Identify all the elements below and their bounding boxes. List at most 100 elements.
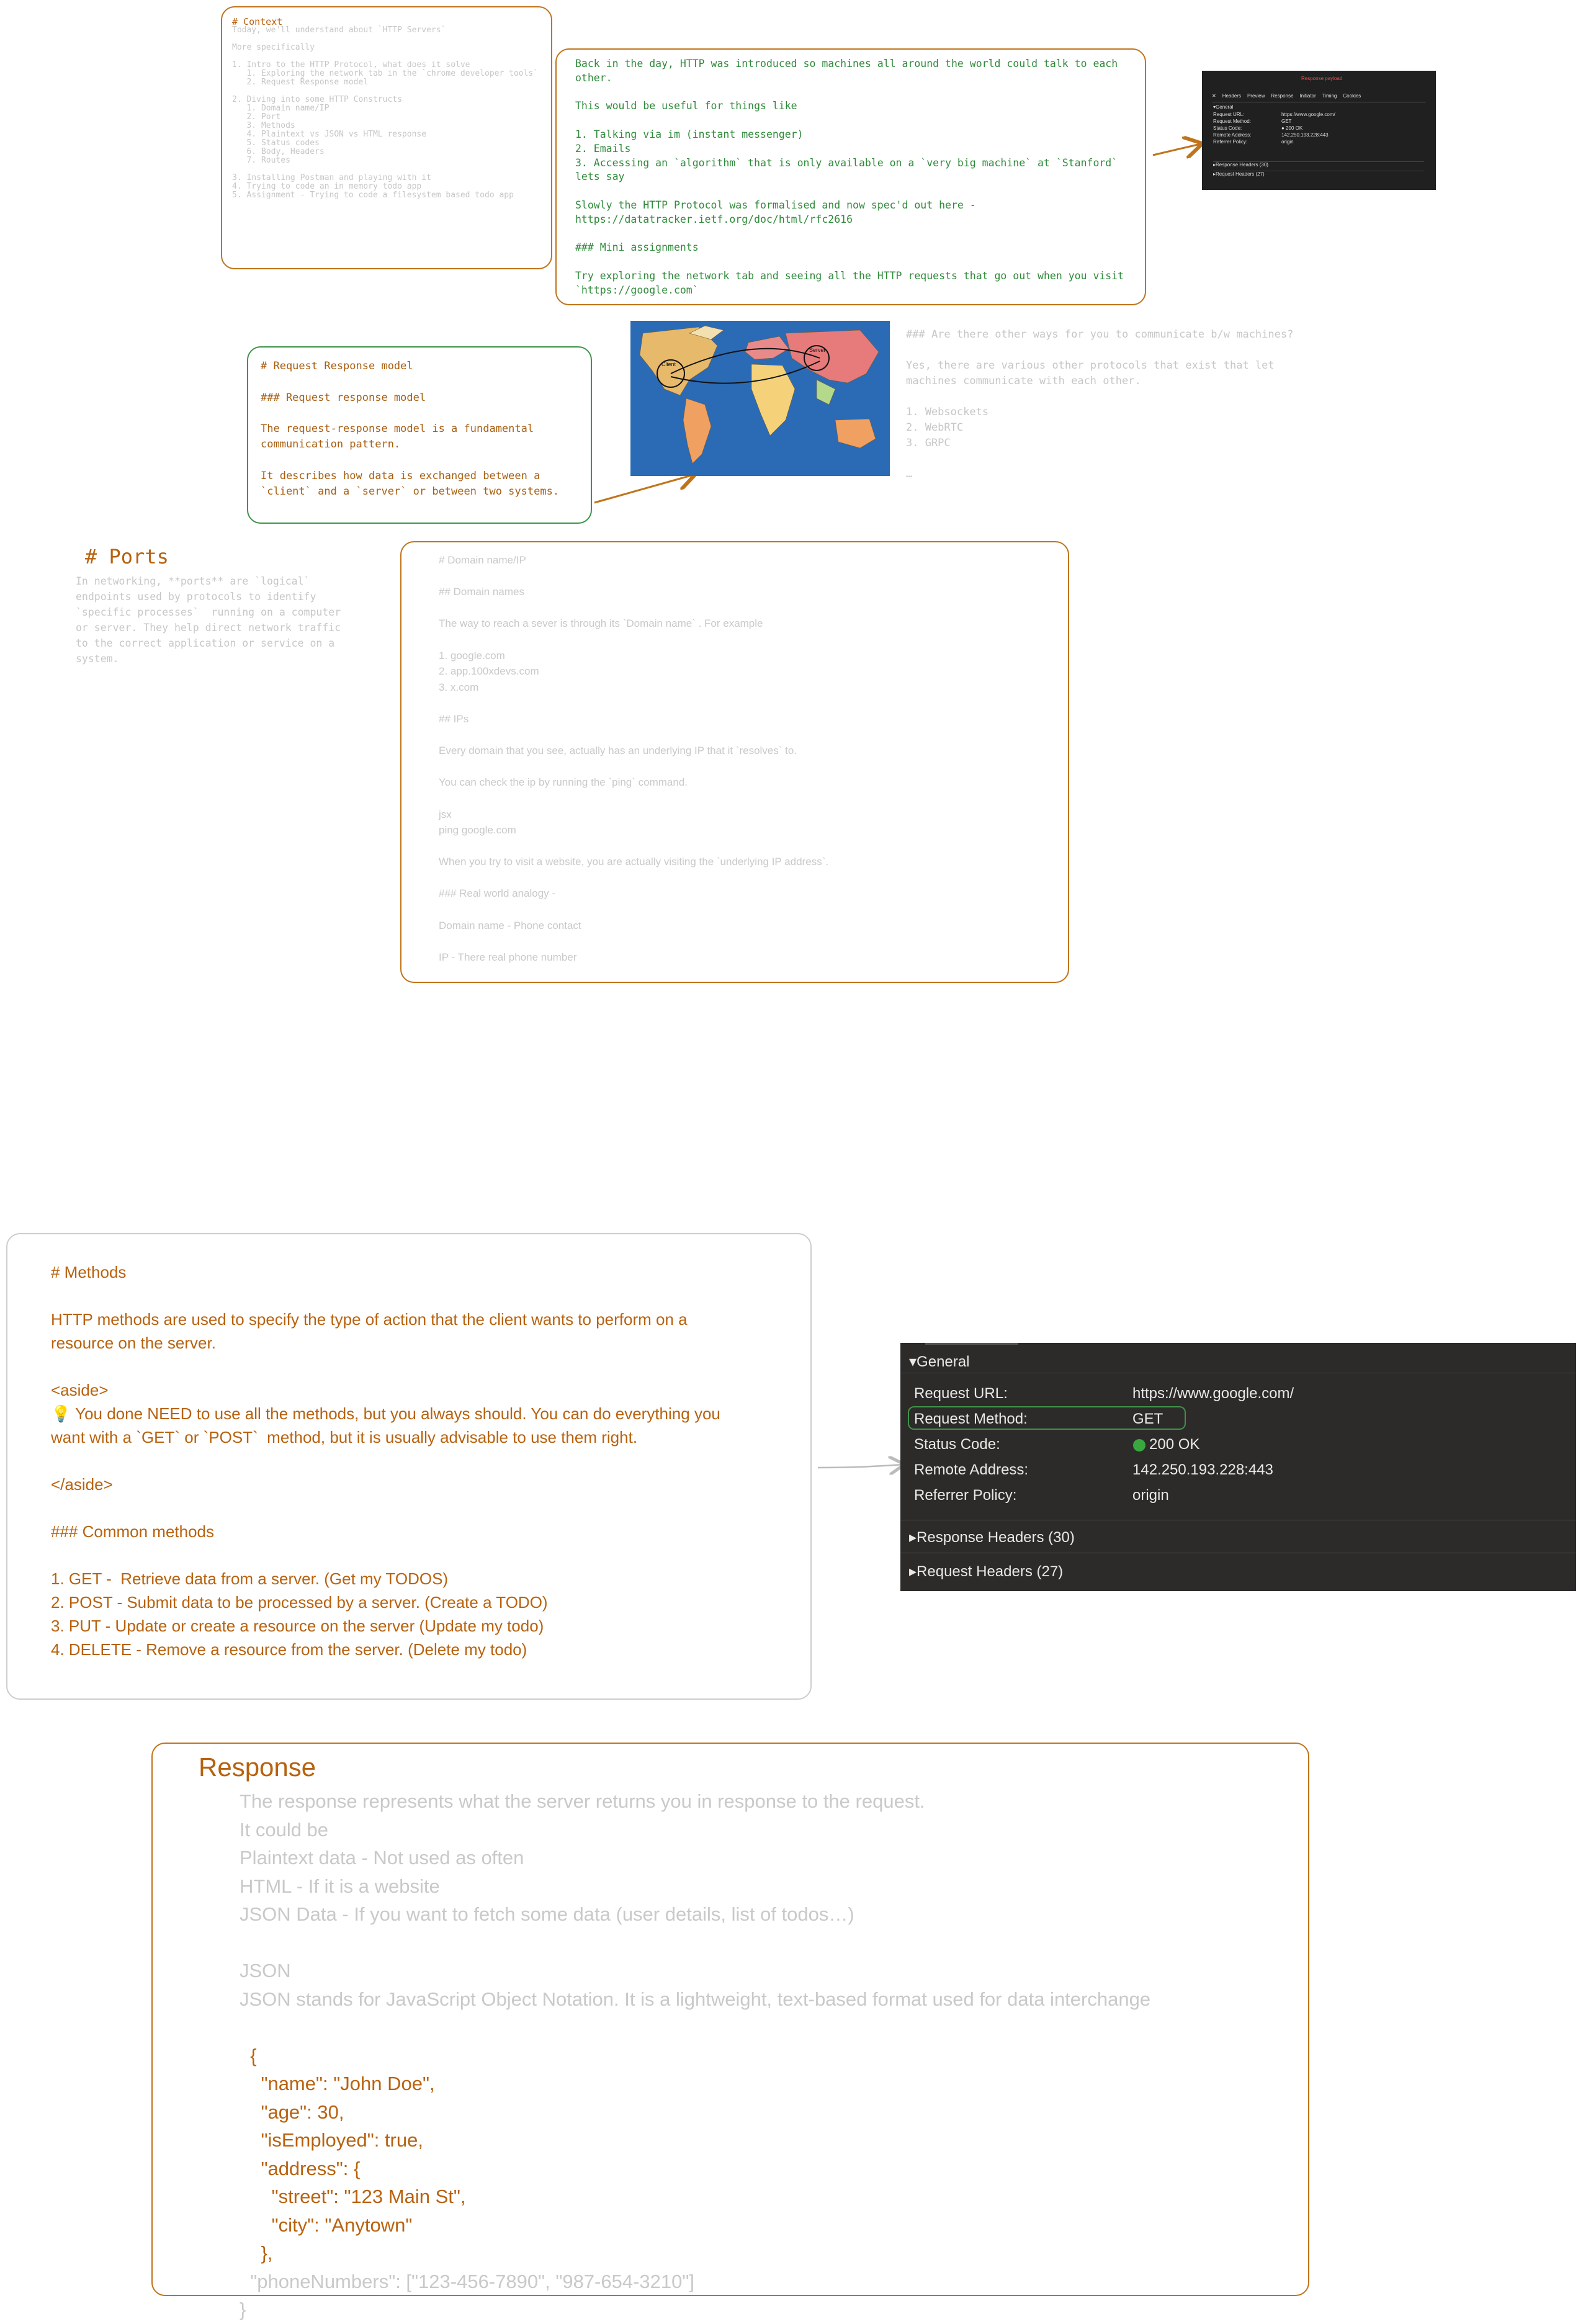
- map-client-label: Client: [661, 361, 676, 367]
- text-line: ### Request response model: [261, 391, 426, 404]
- response-headers-toggle[interactable]: ▸Response Headers (30): [909, 1529, 1075, 1546]
- status-ok-icon: [1133, 1439, 1145, 1451]
- text-line: [240, 1929, 1150, 1957]
- thumbnail-row-key: Remote Address:: [1213, 132, 1252, 138]
- arrow-to-general-panel: [817, 1465, 903, 1468]
- thumbnail-row-value: GET: [1281, 119, 1292, 124]
- text-line: or server. They help direct network traf…: [76, 622, 341, 634]
- text-line: [232, 52, 538, 61]
- text-line: 2. Port: [232, 112, 281, 122]
- general-row-value: GET: [1132, 1411, 1163, 1427]
- text-line: 2. app.100xdevs.com: [439, 665, 539, 678]
- text-line: 4. DELETE - Remove a resource from the s…: [51, 1640, 527, 1659]
- text-line: `client` and a `server` or between two s…: [261, 485, 560, 498]
- text-line: machines communicate with each other.: [906, 375, 1141, 387]
- text-line: [906, 451, 1293, 467]
- text-line: 1. Intro to the HTTP Protocol, what does…: [232, 60, 470, 70]
- text-line: lets say: [575, 171, 625, 183]
- text-line: # Context: [232, 16, 283, 27]
- text-line: "phoneNumbers": ["123-456-7890", "987-65…: [240, 2270, 694, 2292]
- text-line: [439, 870, 828, 886]
- text-line: JSON Data - If you want to fetch some da…: [240, 1903, 854, 1925]
- text-line: [261, 406, 559, 421]
- methods-card: # Methods HTTP methods are used to speci…: [6, 1233, 812, 1700]
- request-headers-toggle[interactable]: ▸Request Headers (27): [909, 1563, 1064, 1580]
- text-line: 1. google.com: [439, 649, 505, 662]
- text-line: This would be useful for things like: [575, 100, 797, 112]
- general-row-key: Remote Address:: [914, 1461, 1029, 1478]
- text-line: 5. Assignment - Trying to code a filesys…: [232, 191, 514, 200]
- text-line: ### Real world analogy -: [439, 887, 556, 900]
- text-line: [51, 1496, 720, 1520]
- other-protocols-text: ### Are there other ways for you to comm…: [906, 327, 1293, 482]
- text-line: Slowly the HTTP Protocol was formalised …: [575, 199, 976, 211]
- text-line: # Domain name/IP: [439, 554, 526, 566]
- domain-ip-text: # Domain name/IP ## Domain names The way…: [439, 552, 828, 965]
- text-line: 2. Request Response model: [232, 78, 369, 87]
- text-line: ## Domain names: [439, 586, 524, 598]
- world-map-image: Client Server: [630, 321, 890, 476]
- general-row-key: Status Code:: [914, 1436, 1000, 1453]
- text-line: 💡 You done NEED to use all the methods, …: [51, 1404, 720, 1423]
- text-line: [439, 791, 828, 807]
- text-line: "name": "John Doe",: [240, 2073, 435, 2094]
- text-line: [575, 227, 1124, 241]
- text-line: Plaintext data - Not used as often: [240, 1847, 524, 1869]
- arrow-to-map: [594, 475, 694, 504]
- text-line: [232, 87, 538, 96]
- thumbnail-row: Status Code:● 200 OK: [1213, 125, 1424, 132]
- text-line: The way to reach a sever is through its …: [439, 617, 763, 630]
- thumbnail-footer-item: ▸Response Headers (30): [1213, 161, 1424, 171]
- text-line: ping google.com: [439, 824, 516, 837]
- devtools-general-panel: ▾General Request URL:https://www.google.…: [900, 1343, 1576, 1591]
- text-line: },: [240, 2242, 273, 2264]
- panel-scroll-indicator: [925, 1343, 1018, 1345]
- text-line: <aside>: [51, 1381, 109, 1399]
- thumbnail-row-key: Request Method:: [1213, 119, 1251, 124]
- text-line: [51, 1543, 720, 1567]
- thumbnail-tab: Headers: [1222, 93, 1241, 99]
- thumbnail-row-key: Request URL:: [1213, 112, 1245, 117]
- text-line: 3. x.com: [439, 681, 479, 693]
- text-line: 1. Exploring the network tab in the `chr…: [232, 69, 539, 78]
- text-line: [51, 1284, 720, 1308]
- thumbnail-row-value: ● 200 OK: [1281, 125, 1303, 131]
- text-line: [51, 1355, 720, 1378]
- text-line: "address": {: [240, 2157, 361, 2179]
- text-line: The response represents what the server …: [240, 1790, 925, 1812]
- general-row-key: Referrer Policy:: [914, 1487, 1017, 1504]
- http-intro-card: Back in the day, HTTP was introduced so …: [555, 48, 1146, 305]
- thumbnail-tab: Response: [1271, 93, 1294, 99]
- text-line: [439, 568, 828, 585]
- general-row-value[interactable]: https://www.google.com/: [1132, 1385, 1294, 1402]
- text-line: "street": "123 Main St",: [240, 2186, 466, 2207]
- text-line: ### Mini assignments: [575, 241, 699, 254]
- thumbnail-section: ▾General: [1213, 104, 1234, 110]
- ports-note: # Ports In networking, **ports** are `lo…: [76, 545, 341, 666]
- text-line: In networking, **ports** are `logical`: [76, 575, 310, 587]
- text-line: 6. Body, Headers: [232, 147, 325, 156]
- arrow-to-thumbnail: [1152, 144, 1201, 155]
- text-line: The request-response model is a fundamen…: [261, 423, 534, 436]
- text-line: ### Common methods: [51, 1522, 215, 1541]
- text-line: [906, 389, 1293, 405]
- text-line: [261, 374, 559, 390]
- text-line: [575, 114, 1124, 128]
- text-line: 4. Plaintext vs JSON vs HTML response: [232, 130, 427, 139]
- thumbnail-tab: Cookies: [1343, 93, 1361, 99]
- text-line: Today, we'll understand about `HTTP Serv…: [232, 25, 446, 35]
- text-line: https://datatracker.ietf.org/doc/html/rf…: [575, 213, 853, 225]
- text-line: [439, 902, 828, 918]
- text-line: 2. Emails: [575, 142, 631, 155]
- text-line: It could be: [240, 1818, 329, 1841]
- text-line: HTML - If it is a website: [240, 1875, 440, 1897]
- text-line: communication pattern.: [261, 438, 401, 451]
- text-line: [232, 165, 538, 174]
- text-line: Domain name - Phone contact: [439, 919, 581, 931]
- response-text: The response represents what the server …: [240, 1787, 1150, 2324]
- text-line: ### Are there other ways for you to comm…: [906, 328, 1294, 341]
- general-section-toggle[interactable]: ▾General: [909, 1353, 970, 1370]
